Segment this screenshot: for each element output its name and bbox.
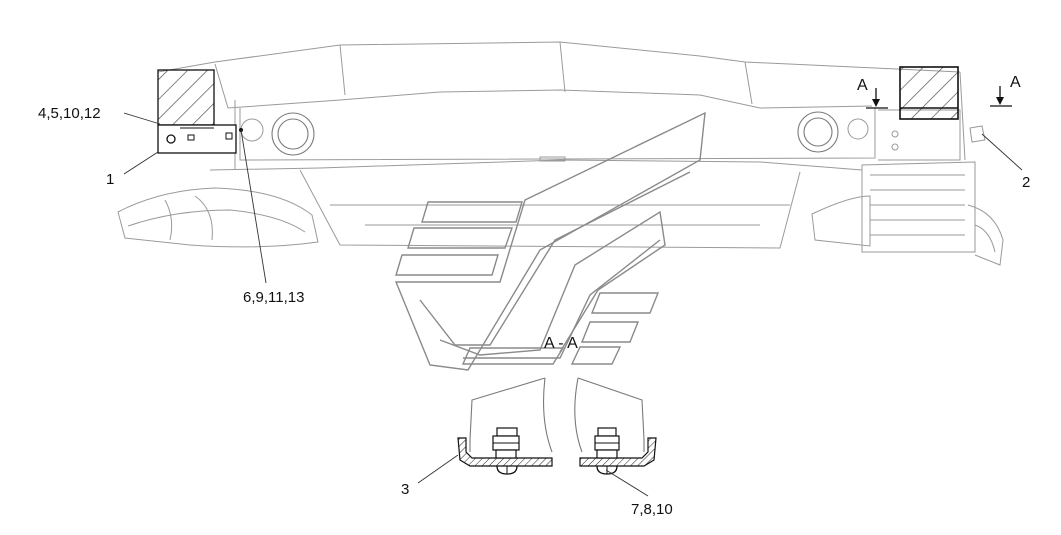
leader-lines (123, 112, 1023, 497)
callout-6-9-11-13: 6,9,11,13 (243, 289, 304, 306)
left-decal (157, 69, 243, 154)
callout-4-5-10-12: 4,5,10,12 (38, 105, 101, 122)
callout-2: 2 (1022, 174, 1030, 191)
section-marker-left: A (857, 77, 888, 109)
callout-1: 1 (106, 171, 114, 188)
watermark-logo (394, 111, 706, 371)
section-marker-right-label: A (1010, 74, 1021, 91)
callout-labels: 4,5,10,12 1 6,9,11,13 2 3 7,8,10 (38, 105, 1030, 518)
section-title: A - A (544, 335, 578, 352)
callout-3: 3 (401, 481, 409, 498)
callout-7-8-10: 7,8,10 (631, 501, 673, 518)
section-marker-right: A (990, 74, 1021, 107)
section-detail: A - A (457, 335, 657, 475)
rear-body-outline (117, 41, 1004, 266)
right-decal (899, 66, 959, 120)
section-marker-left-label: A (857, 77, 868, 94)
